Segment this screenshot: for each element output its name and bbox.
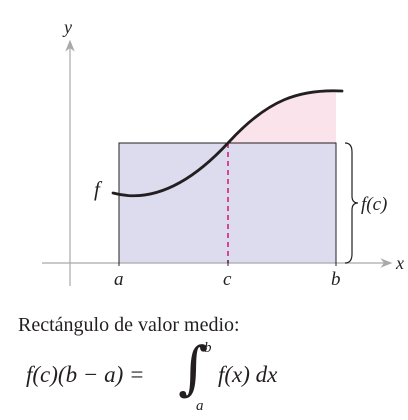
label-a: a	[114, 269, 124, 290]
function-curve	[111, 89, 344, 198]
height-brace	[344, 142, 359, 264]
integral-upper-limit: b	[204, 340, 212, 356]
label-b: b	[331, 269, 341, 290]
caption: Rectángulo de valor medio:	[18, 314, 240, 336]
x-axis-label: x	[395, 253, 404, 273]
height-label: f(c)	[361, 194, 387, 215]
integral-sign: ∫	[178, 334, 209, 402]
y-axis-label: y	[62, 17, 72, 37]
function-label: f	[94, 177, 103, 201]
region-above-mean	[228, 92, 336, 143]
formula-rhs: f(x) dx	[218, 362, 278, 387]
mean-value-diagram: y x f a c b f(c)	[42, 17, 404, 290]
formula-lhs: f(c)(b − a) =	[26, 362, 145, 387]
integral-lower-limit: a	[196, 398, 204, 414]
label-c: c	[223, 269, 232, 290]
mean-value-formula: f(c)(b − a) = ∫ b a f(x) dx	[26, 334, 386, 420]
